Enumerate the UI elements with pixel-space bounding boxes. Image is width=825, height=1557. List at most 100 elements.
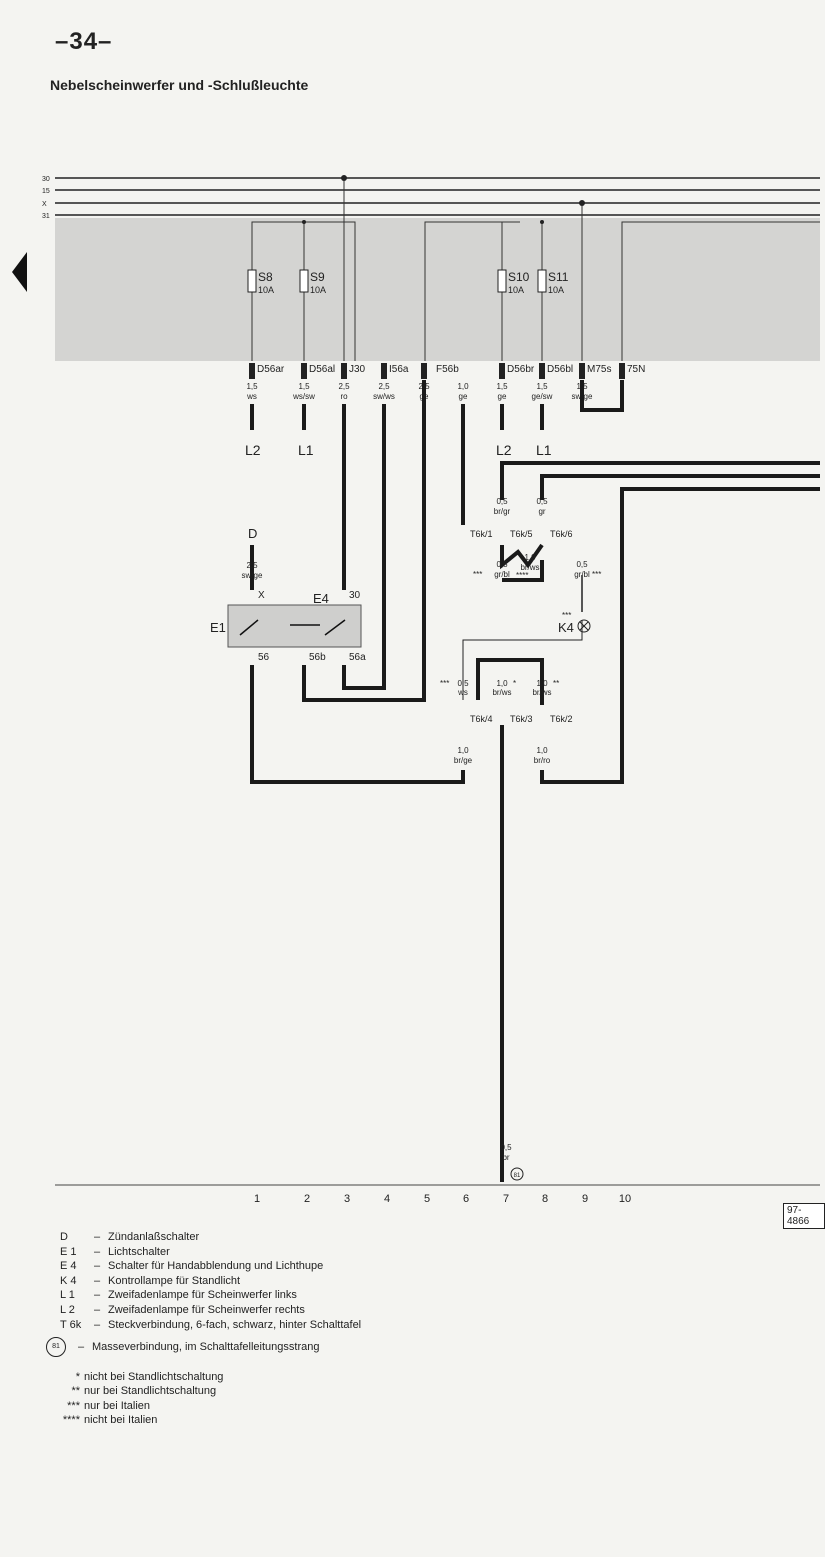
terminal-m75s: M75s — [587, 364, 611, 375]
svg-text:10A: 10A — [310, 285, 326, 295]
svg-text:1: 1 — [254, 1193, 260, 1205]
svg-text:10A: 10A — [258, 285, 274, 295]
ground-symbol-icon — [510, 1167, 524, 1181]
svg-text:9: 9 — [582, 1193, 588, 1205]
svg-text:56: 56 — [258, 652, 270, 663]
page-number: –34– — [55, 28, 113, 55]
legend-row: K 4–Kontrollampe für Standlicht — [60, 1274, 241, 1287]
svg-text:2,5: 2,5 — [338, 382, 350, 391]
footnote: ****nicht bei Italien — [62, 1414, 158, 1427]
footnote-marks: *** **** *** *** *** * ** — [440, 570, 601, 688]
mid-wire-specs: 0,5br/gr 0,5gr 1,0br/ws 0,5gr/bl 0,5gr/b… — [454, 497, 590, 1162]
lamp-k4-icon: K4 — [558, 619, 591, 635]
svg-text:***: *** — [473, 570, 482, 579]
legend-row: L 1–Zweifadenlampe für Scheinwerfer link… — [60, 1289, 297, 1302]
svg-text:X: X — [258, 590, 265, 601]
legend-row: T 6k–Steckverbindung, 6-fach, schwarz, h… — [60, 1318, 362, 1331]
svg-text:L1: L1 — [298, 442, 314, 458]
connector-t6k1: T6k/1 — [470, 529, 493, 539]
terminal-d56al: D56al — [309, 364, 335, 375]
bus-label-x: X — [42, 201, 47, 208]
svg-text:1,0: 1,0 — [496, 679, 508, 688]
svg-text:0,5: 0,5 — [457, 679, 469, 688]
svg-text:S10: S10 — [508, 270, 530, 284]
fuse-s11: S11 10A — [537, 269, 569, 295]
svg-text:2: 2 — [304, 1193, 310, 1205]
terminal-i56a: I56a — [389, 364, 409, 375]
lamp-destinations: L2 L1 L2 L1 — [245, 442, 552, 458]
svg-text:4: 4 — [384, 1193, 390, 1205]
svg-text:K4: K4 — [558, 620, 574, 635]
svg-text:10A: 10A — [508, 285, 524, 295]
bus-lines — [55, 177, 820, 216]
connector-t6k2: T6k/2 — [550, 714, 573, 724]
svg-text:1,0: 1,0 — [457, 382, 469, 391]
svg-text:***: *** — [440, 679, 449, 688]
svg-text:E1: E1 — [210, 620, 226, 635]
terminal-d56bl: D56bl — [547, 364, 573, 375]
svg-text:gr: gr — [538, 507, 545, 516]
reference-code: 97-4866 — [783, 1203, 825, 1229]
terminal-labels: D56ar D56al J30 I56a F56b D56br D56bl M7… — [257, 364, 645, 375]
ground-legend: 81 –Masseverbindung, im Schalttafelleitu… — [46, 1337, 319, 1357]
svg-text:gr/bl: gr/bl — [494, 570, 510, 579]
svg-text:br/ro: br/ro — [534, 756, 551, 765]
switch-block: D 2,5 sw/ge X 30 E4 E1 56 56b 56a — [210, 526, 366, 663]
terminal-j30: J30 — [349, 364, 366, 375]
svg-text:0,5: 0,5 — [576, 560, 588, 569]
ground-circle-icon: 81 — [46, 1337, 66, 1357]
svg-text:S9: S9 — [310, 270, 325, 284]
fuse-box-area — [55, 218, 820, 361]
svg-text:***: *** — [592, 570, 601, 579]
terminal-d56ar: D56ar — [257, 364, 285, 375]
svg-text:0,5: 0,5 — [496, 497, 508, 506]
svg-text:2,5: 2,5 — [378, 382, 390, 391]
svg-text:E4: E4 — [313, 591, 329, 606]
svg-text:br/ws: br/ws — [520, 563, 539, 572]
svg-text:1,5: 1,5 — [536, 382, 548, 391]
svg-text:S8: S8 — [258, 270, 273, 284]
svg-text:1,5: 1,5 — [496, 382, 508, 391]
svg-text:10: 10 — [619, 1193, 631, 1205]
footnotes: *nicht bei Standlichtschaltung **nur bei… — [60, 1370, 224, 1428]
grid-numbers: 1 2 3 4 5 6 7 8 9 10 — [254, 1193, 631, 1205]
svg-text:br/ge: br/ge — [454, 756, 473, 765]
connector-t6k6: T6k/6 — [550, 529, 573, 539]
svg-text:***: *** — [562, 611, 571, 620]
svg-text:ws/sw: ws/sw — [292, 392, 315, 401]
fuse-s9: S9 10A — [299, 269, 326, 295]
svg-text:gr/bl: gr/bl — [574, 570, 590, 579]
svg-text:56b: 56b — [309, 652, 326, 663]
svg-text:6: 6 — [463, 1193, 469, 1205]
svg-text:sw/ge: sw/ge — [242, 571, 263, 580]
svg-text:0,5: 0,5 — [496, 560, 508, 569]
svg-text:7: 7 — [503, 1193, 509, 1205]
footnote: ***nur bei Italien — [67, 1399, 151, 1412]
connector-t6k4: T6k/4 — [470, 714, 493, 724]
legend-row: L 2–Zweifadenlampe für Scheinwerfer rech… — [60, 1303, 305, 1316]
legend-row: E 1–Lichtschalter — [60, 1245, 170, 1258]
svg-text:30: 30 — [349, 590, 361, 601]
bus-label-15: 15 — [42, 188, 50, 195]
terminal-d56br: D56br — [507, 364, 535, 375]
svg-text:3: 3 — [344, 1193, 350, 1205]
svg-text:br: br — [502, 1153, 509, 1162]
svg-text:****: **** — [516, 571, 528, 580]
svg-text:br/ws: br/ws — [492, 688, 511, 697]
svg-text:L2: L2 — [496, 442, 512, 458]
fuse-s8: S8 10A — [247, 269, 274, 295]
connectors: T6k/1 T6k/5 T6k/6 T6k/4 T6k/3 T6k/2 — [470, 529, 573, 724]
svg-text:8: 8 — [542, 1193, 548, 1205]
svg-text:sw/ws: sw/ws — [373, 392, 395, 401]
bus-label-31: 31 — [42, 213, 50, 220]
footnote: *nicht bei Standlichtschaltung — [75, 1371, 224, 1383]
svg-text:D: D — [248, 526, 257, 541]
bus-label-30: 30 — [42, 176, 50, 183]
svg-text:*: * — [513, 679, 516, 688]
legend: D–Zündanlaßschalter E 1–Lichtschalter E … — [60, 1230, 361, 1332]
svg-text:L1: L1 — [536, 442, 552, 458]
legend-row: D–Zündanlaßschalter — [60, 1231, 200, 1243]
svg-text:ws: ws — [457, 688, 468, 697]
svg-text:1,0: 1,0 — [457, 746, 469, 755]
wires — [250, 380, 820, 1182]
